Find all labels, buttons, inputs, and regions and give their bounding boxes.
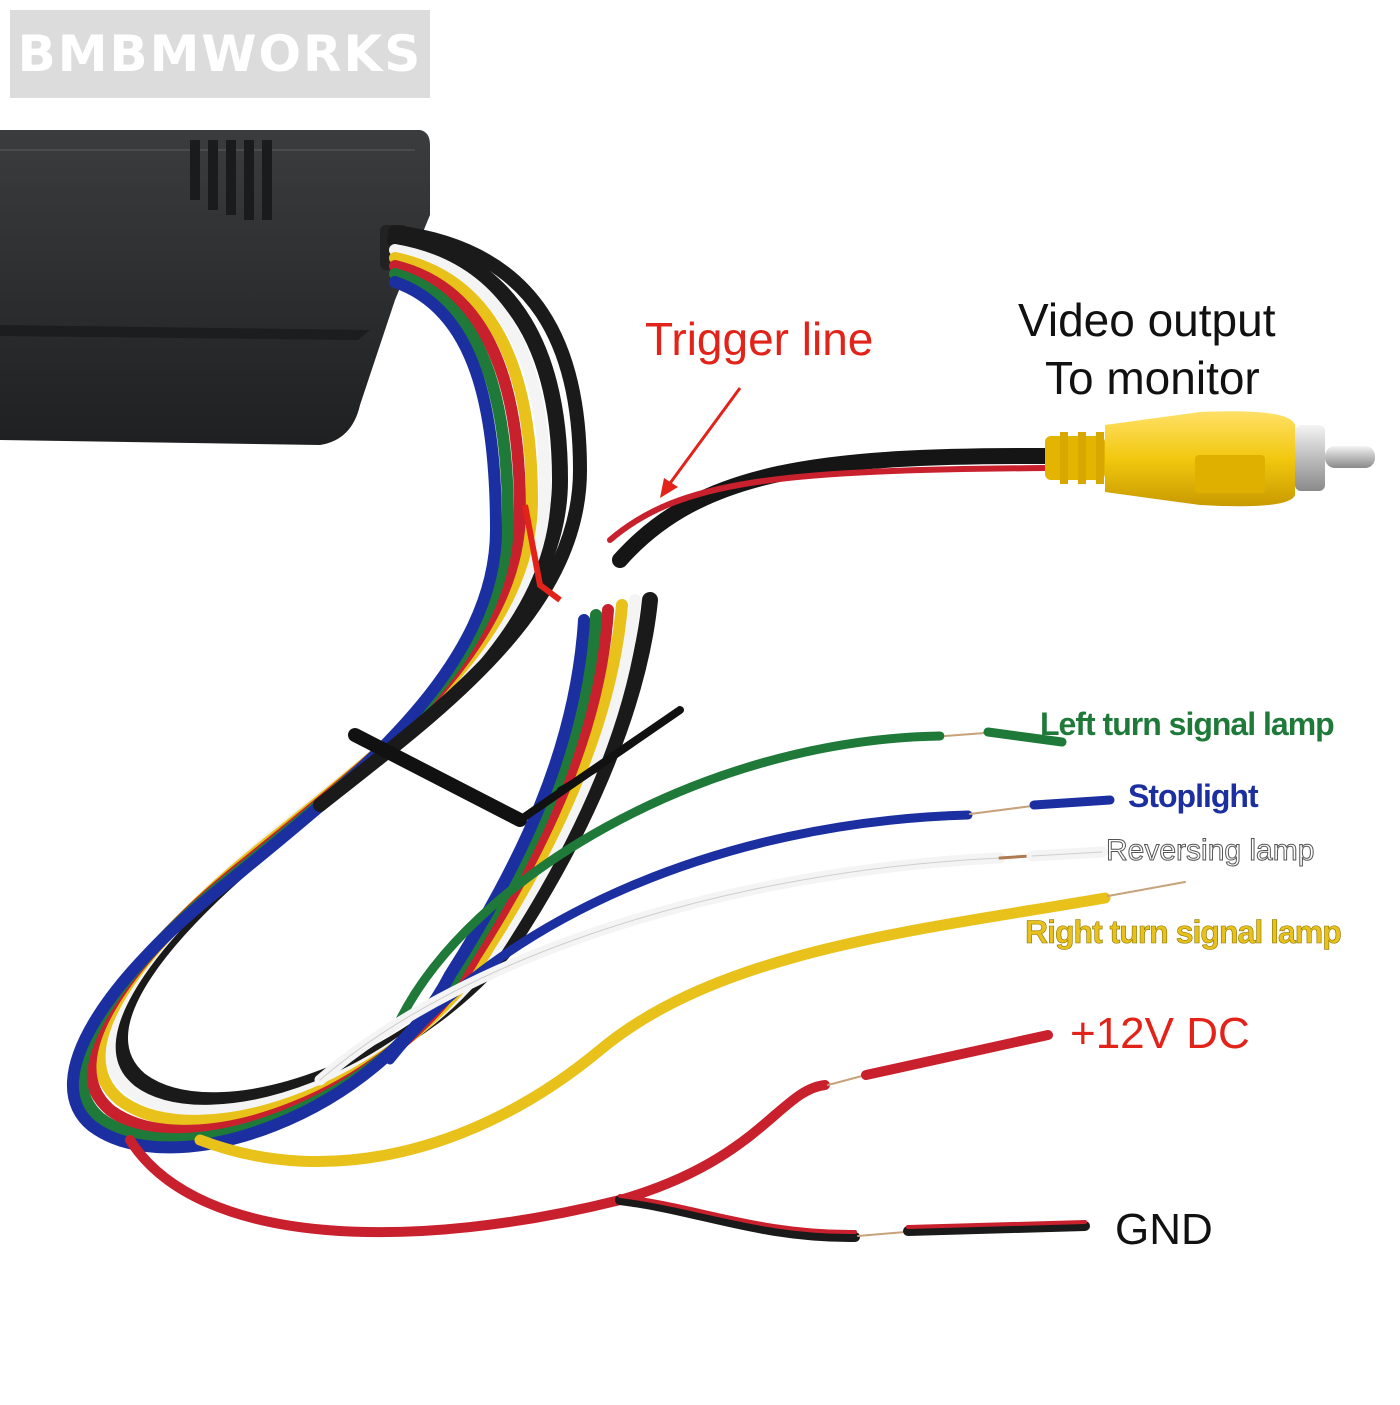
- video-cable: [607, 447, 1058, 568]
- stoplight-label: Stoplight: [1128, 778, 1259, 814]
- rca-connector: [1045, 411, 1375, 507]
- trigger-line-label: Trigger line: [645, 313, 874, 365]
- control-box: [0, 130, 430, 445]
- to-monitor-label: To monitor: [1045, 352, 1260, 404]
- left-turn-label: Left turn signal lamp: [1040, 706, 1335, 742]
- wire-harness: [67, 225, 684, 1154]
- reversing-label: Reversing lamp: [1105, 834, 1315, 867]
- brand-watermark: BMBMWORKS: [10, 10, 430, 98]
- right-turn-label: Right turn signal lamp: [1025, 914, 1342, 950]
- yellow-wire: [194, 881, 1186, 1167]
- trigger-arrow: [522, 387, 742, 603]
- green-wire: [395, 727, 1067, 1025]
- white-wire: [314, 846, 1108, 1086]
- brand-watermark-text: BMBMWORKS: [17, 25, 423, 83]
- ground-wire: [615, 1194, 1090, 1243]
- gnd-label: GND: [1115, 1205, 1213, 1254]
- video-output-label: Video output: [1018, 294, 1276, 346]
- plus12v-label: +12V DC: [1070, 1009, 1250, 1058]
- power-wire: [125, 1030, 1053, 1238]
